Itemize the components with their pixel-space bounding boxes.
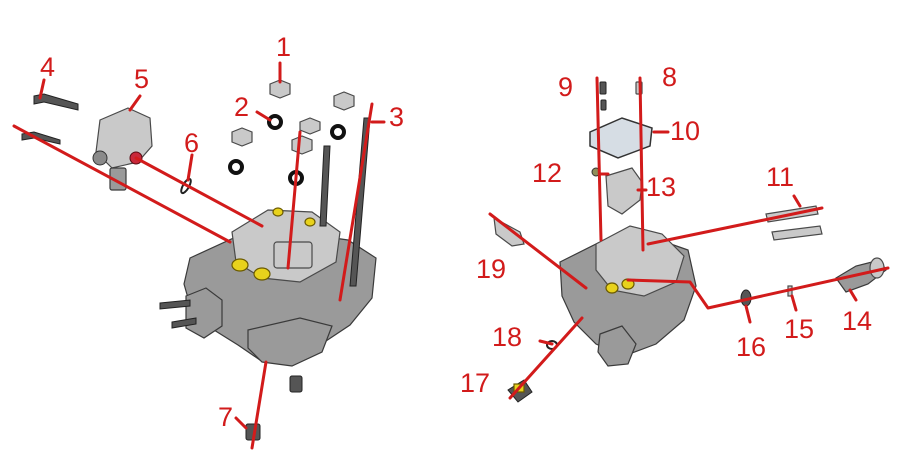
exhaust-stud-lower <box>171 317 197 329</box>
right-leader-lines <box>488 76 890 400</box>
callout-5: 5 <box>134 64 149 94</box>
head-bottom-cap <box>289 375 303 393</box>
callout-15: 15 <box>784 314 814 344</box>
callout-10: 10 <box>670 116 700 146</box>
head-nut-4 <box>291 135 313 155</box>
long-stud-1 <box>319 145 331 227</box>
cam-spring-1 <box>605 282 619 294</box>
shaft-11b <box>771 225 823 241</box>
callout-3: 3 <box>389 102 404 132</box>
callout-labels: 1 2 3 4 5 6 7 8 9 10 11 12 13 14 15 16 1… <box>40 32 872 432</box>
callout-16: 16 <box>736 332 766 362</box>
cylinder-head-exhaust-port <box>185 287 223 339</box>
callout-1: 1 <box>276 32 291 62</box>
long-stud-2 <box>349 117 371 287</box>
valve-spring-1 <box>231 258 249 272</box>
valve-spring-4 <box>304 217 316 227</box>
rocker-bracket-13 <box>605 167 643 215</box>
screw-9 <box>599 81 607 95</box>
head-nut-2 <box>333 91 355 111</box>
callout-8: 8 <box>662 62 677 92</box>
gasket-10 <box>589 117 653 159</box>
callout-12: 12 <box>532 158 562 188</box>
washer-3 <box>228 159 244 175</box>
cam-housing-outlet <box>597 325 637 367</box>
head-nut-3 <box>231 127 253 147</box>
washer-2 <box>330 124 346 140</box>
callout-6: 6 <box>184 128 199 158</box>
callout-18: 18 <box>492 322 522 352</box>
idle-control-valve-port <box>92 150 108 166</box>
callout-9: 9 <box>558 72 573 102</box>
left-leader-lines <box>12 61 386 450</box>
callout-4: 4 <box>40 52 55 82</box>
callout-14: 14 <box>842 306 872 336</box>
head-nut-5 <box>299 117 321 135</box>
valve-spring-2 <box>253 267 271 281</box>
washer-1 <box>267 114 283 130</box>
callout-11: 11 <box>766 162 794 192</box>
callout-7: 7 <box>218 402 233 432</box>
cylinder-head-lower-skirt <box>247 317 333 367</box>
callout-17: 17 <box>460 368 490 398</box>
callout-19: 19 <box>476 254 506 284</box>
bolt-4 <box>33 93 79 111</box>
sensor-19 <box>493 216 525 247</box>
left-cylinder-head-assembly <box>21 79 377 441</box>
callout-13: 13 <box>646 172 676 202</box>
callout-2: 2 <box>234 92 249 122</box>
valve-spring-3 <box>272 207 284 217</box>
screw-9b <box>600 99 607 111</box>
rocker-arm-block <box>273 241 313 269</box>
exhaust-stud-upper <box>159 299 191 310</box>
